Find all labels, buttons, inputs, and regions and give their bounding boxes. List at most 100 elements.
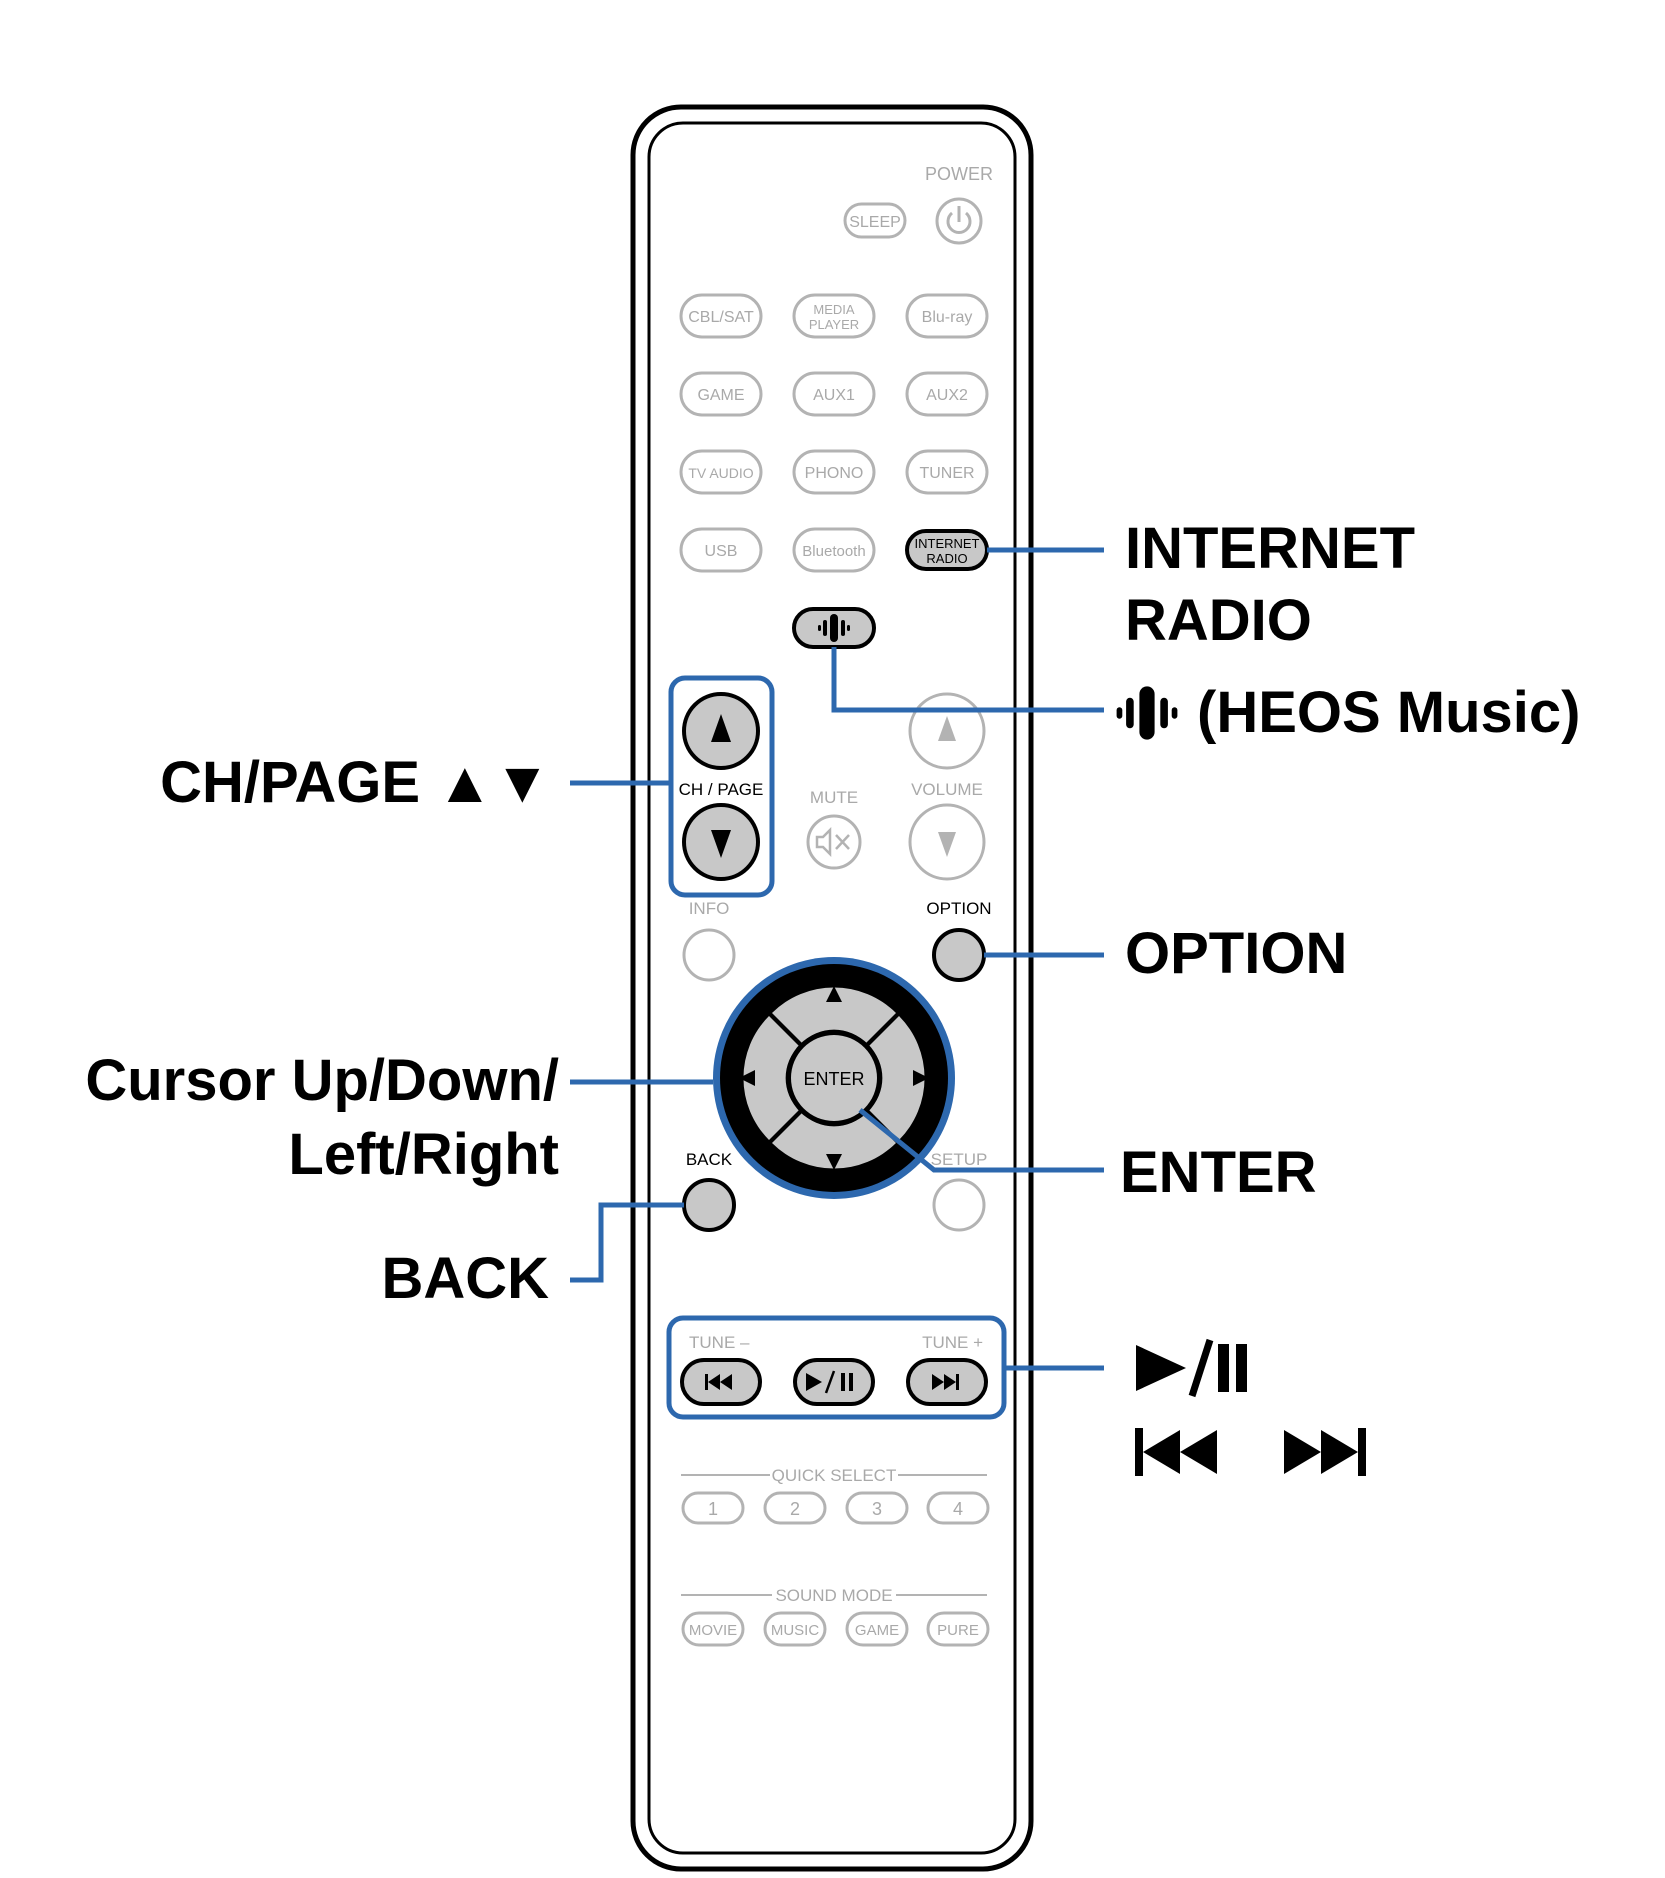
info-button[interactable] xyxy=(682,928,736,982)
up-triangle-icon xyxy=(711,714,731,742)
cursor-right-button[interactable] xyxy=(869,1016,925,1140)
internet-radio-button-label-1: INTERNET xyxy=(915,536,980,551)
power-icon xyxy=(946,211,972,234)
quick-select-label: QUICK SELECT xyxy=(772,1466,897,1485)
back-callout: BACK xyxy=(381,1246,549,1311)
cbl-sat-label: CBL/SAT xyxy=(688,309,754,326)
phono-label: PHONO xyxy=(805,465,864,482)
back-label: BACK xyxy=(686,1150,733,1169)
skip-callout: I◄◄ ►►I xyxy=(1135,1428,1366,1476)
ch-page-label: CH / PAGE xyxy=(679,780,764,799)
input-buttons: CBL/SAT MEDIA PLAYER Blu-ray GAME AUX1 A… xyxy=(679,293,989,573)
tune-minus-label: TUNE – xyxy=(689,1333,750,1352)
game-label: GAME xyxy=(697,387,744,404)
quick-select-1-label: 1 xyxy=(708,1499,718,1519)
cursor-callout-1: Cursor Up/Down/ xyxy=(85,1048,559,1113)
ch-page-down-button[interactable] xyxy=(682,803,760,881)
cursor-up-button[interactable] xyxy=(772,987,896,1043)
sound-game-label: GAME xyxy=(855,1622,899,1639)
quick-select-4-label: 4 xyxy=(953,1499,963,1519)
sound-mode-label: SOUND MODE xyxy=(775,1586,892,1605)
tune-plus-label: TUNE + xyxy=(922,1333,983,1352)
heos-button[interactable] xyxy=(792,607,876,649)
enter-callout-line xyxy=(858,1108,1104,1173)
tuner-label: TUNER xyxy=(919,465,974,482)
internet-radio-button-label-2: RADIO xyxy=(926,551,967,566)
play-pause-button[interactable] xyxy=(793,1358,875,1406)
mute-button[interactable] xyxy=(806,814,862,870)
setup-button[interactable] xyxy=(932,1178,986,1232)
heos-callout-icon xyxy=(1116,686,1178,740)
quick-select-2-button[interactable]: 2 xyxy=(763,1491,827,1525)
cursor-up-icon xyxy=(826,986,842,1002)
cursor-pad: ENTER xyxy=(713,957,955,1199)
quick-select-section: QUICK SELECT 1 2 3 4 xyxy=(681,1466,990,1525)
next-button[interactable] xyxy=(906,1358,988,1406)
sound-mode-music-button[interactable]: MUSIC xyxy=(763,1611,827,1647)
enter-callout: ENTER xyxy=(1120,1140,1317,1205)
aux2-button[interactable]: AUX2 xyxy=(905,371,989,417)
volume-up-button[interactable] xyxy=(908,692,986,770)
bluetooth-label: Bluetooth xyxy=(802,543,865,560)
back-button[interactable] xyxy=(682,1178,736,1232)
sleep-label: SLEEP xyxy=(849,214,901,231)
ch-page-up-button[interactable] xyxy=(682,692,760,770)
aux1-button[interactable]: AUX1 xyxy=(792,371,876,417)
media-player-label-2: PLAYER xyxy=(809,317,859,332)
tv-audio-button[interactable]: TV AUDIO xyxy=(679,449,763,495)
previous-button[interactable] xyxy=(680,1358,762,1406)
skip-callout-text: I◄◄ ►►I xyxy=(1136,1469,1142,1471)
volume-down-icon xyxy=(938,832,956,857)
cursor-callout-2: Left/Right xyxy=(288,1122,559,1187)
quick-select-3-button[interactable]: 3 xyxy=(845,1491,909,1525)
enter-button[interactable] xyxy=(791,1035,877,1121)
sleep-button[interactable]: SLEEP xyxy=(843,202,907,239)
aux2-label: AUX2 xyxy=(926,387,968,404)
option-button[interactable] xyxy=(932,928,986,982)
quick-select-3-label: 3 xyxy=(872,1499,882,1519)
game-button[interactable]: GAME xyxy=(679,371,763,417)
callout-lines xyxy=(570,547,1104,1371)
ch-page-callout: CH/PAGE ▲▼ xyxy=(160,750,551,815)
usb-label: USB xyxy=(705,543,738,560)
sound-mode-pure-button[interactable]: PURE xyxy=(926,1611,990,1647)
cursor-right-icon xyxy=(913,1070,929,1086)
play-pause-callout: ►/II xyxy=(1136,1338,1247,1398)
power-label: POWER xyxy=(925,164,993,184)
volume-down-button[interactable] xyxy=(908,803,986,881)
sound-mode-game-button[interactable]: GAME xyxy=(845,1611,909,1647)
play-pause-icon xyxy=(806,1370,853,1394)
quick-select-4-button[interactable]: 4 xyxy=(926,1491,990,1525)
option-label: OPTION xyxy=(926,899,991,918)
tv-audio-label: TV AUDIO xyxy=(688,465,753,481)
previous-icon xyxy=(705,1374,732,1390)
cursor-left-icon xyxy=(739,1070,755,1086)
aux1-label: AUX1 xyxy=(813,387,855,404)
mute-label: MUTE xyxy=(810,788,858,807)
next-icon xyxy=(932,1374,959,1390)
quick-select-1-button[interactable]: 1 xyxy=(681,1491,745,1525)
sound-mode-section: SOUND MODE MOVIE MUSIC GAME PURE xyxy=(681,1586,990,1647)
volume-label: VOLUME xyxy=(911,780,983,799)
internet-radio-callout-1: INTERNET xyxy=(1125,516,1415,581)
phono-button[interactable]: PHONO xyxy=(792,449,876,495)
cbl-sat-button[interactable]: CBL/SAT xyxy=(679,293,763,339)
usb-button[interactable]: USB xyxy=(679,527,763,573)
setup-label: SETUP xyxy=(931,1150,988,1169)
tuner-button[interactable]: TUNER xyxy=(905,449,989,495)
media-player-button[interactable]: MEDIA PLAYER xyxy=(792,293,876,339)
bluray-button[interactable]: Blu-ray xyxy=(905,293,989,339)
cursor-down-icon xyxy=(826,1154,842,1170)
power-button[interactable] xyxy=(935,197,983,245)
bluetooth-button[interactable]: Bluetooth xyxy=(792,527,876,573)
internet-radio-callout-2: RADIO xyxy=(1125,588,1312,653)
option-callout: OPTION xyxy=(1125,921,1347,986)
cursor-left-button[interactable] xyxy=(743,1016,799,1140)
sound-mode-movie-button[interactable]: MOVIE xyxy=(681,1611,745,1647)
volume-up-icon xyxy=(938,716,956,741)
internet-radio-button[interactable]: INTERNET RADIO xyxy=(905,529,989,571)
cursor-down-button[interactable] xyxy=(772,1113,896,1169)
media-player-label-1: MEDIA xyxy=(813,302,855,317)
info-label: INFO xyxy=(689,899,730,918)
